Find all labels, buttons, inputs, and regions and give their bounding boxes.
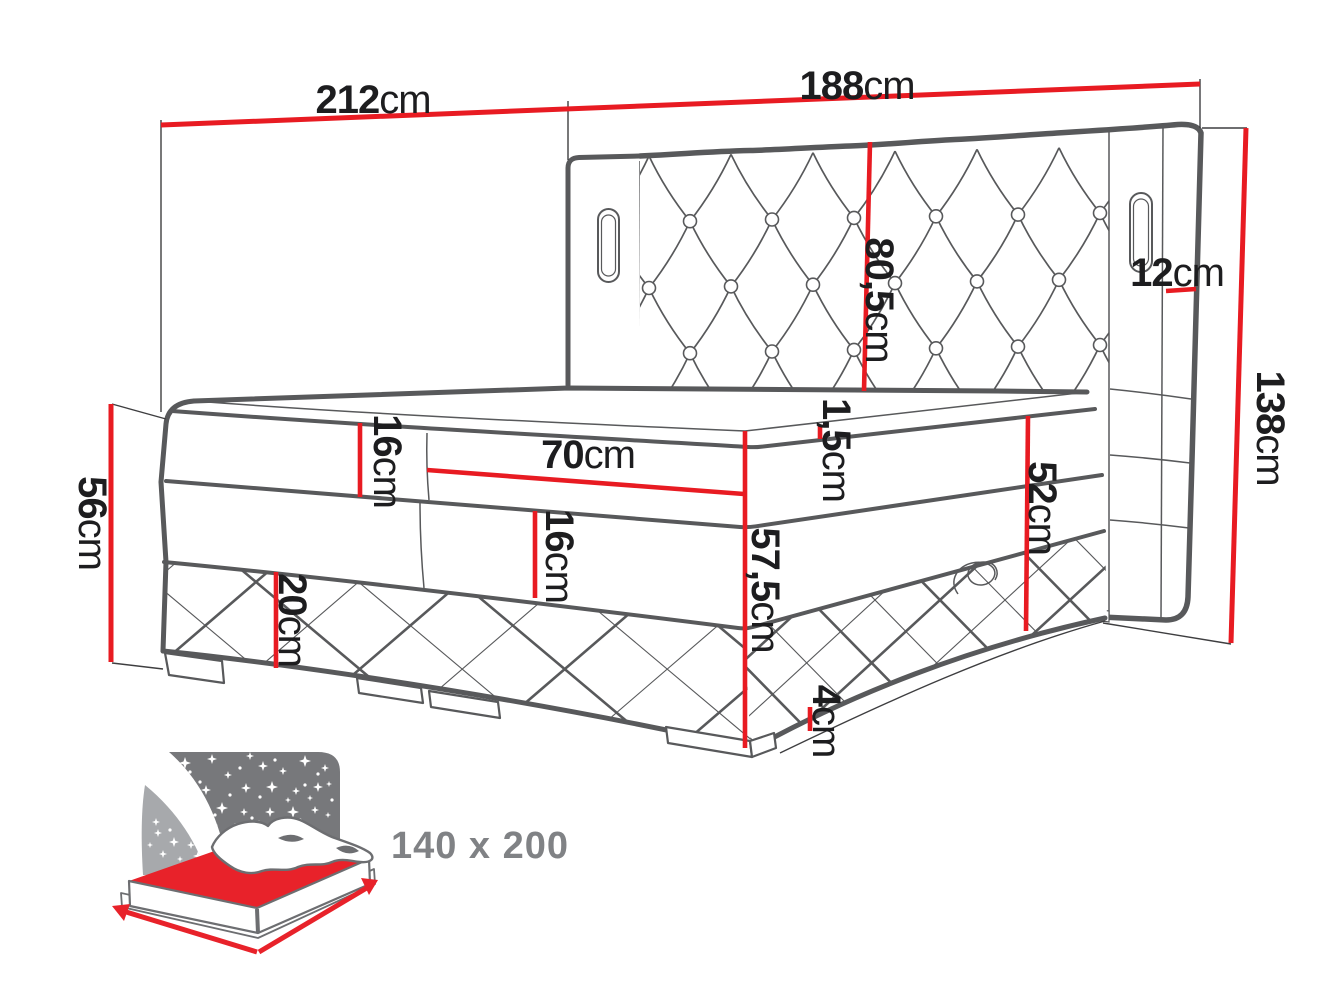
dim-138-label: 138cm (1248, 370, 1292, 485)
dim-188-label: 188cm (799, 64, 914, 108)
dim-15-label: 1,5cm (814, 398, 858, 502)
dim-212-label: 212cm (315, 78, 430, 122)
right-wing-handle (1129, 192, 1153, 273)
headboard-left-wing (565, 153, 643, 388)
dim-16b-label: 16cm (537, 509, 581, 603)
dim-16a-label: 16cm (365, 414, 409, 508)
dim-20-label: 20cm (270, 573, 314, 667)
logo-duvet-pillows (210, 816, 374, 875)
dim-line-70 (426, 467, 745, 497)
dim-52-label: 52cm (1020, 461, 1064, 555)
headboard-tufted-panel (640, 126, 1110, 400)
bed-body-silhouette (161, 388, 1107, 749)
led-cable (953, 561, 998, 595)
logo-moon-swoosh (141, 785, 207, 875)
bed-leg (748, 731, 778, 759)
pillow-shadow (336, 845, 359, 854)
topper-seam (170, 407, 1097, 450)
dim-70-label: 70cm (541, 433, 635, 477)
tufting-pattern (640, 145, 1110, 400)
pillow-shadow (278, 834, 304, 842)
dim-line-80-5 (861, 141, 873, 392)
size-logo: 140 x 200 (112, 752, 569, 955)
mattress-box-seam (164, 473, 1104, 530)
headboard-drawing (565, 121, 1204, 623)
left-wing-handle (597, 208, 620, 283)
dim-line-12 (1165, 286, 1197, 294)
logo-length-arrow (257, 878, 378, 955)
topper-top-edge (193, 391, 1088, 432)
dimension-lines (108, 81, 1249, 748)
bed-legs-drawing (163, 651, 778, 759)
dim-12-label: 12cm (1130, 251, 1224, 295)
dimension-labels: 212cm 188cm 80,5cm 12cm 138cm 56cm 16cm … (70, 64, 1292, 757)
logo-stars (147, 752, 334, 862)
dim-805-label: 80,5cm (857, 237, 901, 362)
dim-56-label: 56cm (70, 476, 114, 570)
extension-lines (111, 79, 1247, 754)
bed-left-edge (158, 398, 197, 654)
bed-leg (355, 676, 425, 705)
dim-line-138 (1228, 127, 1249, 644)
bed-leg (427, 689, 502, 720)
size-badge-label: 140 x 200 (391, 825, 569, 867)
dim-line-212-188 (160, 81, 1201, 128)
dim-575-label: 57,5cm (743, 527, 787, 652)
bed-leg (163, 651, 226, 685)
logo-width-arrow (112, 904, 258, 955)
dim-line-52 (1023, 415, 1031, 632)
dim-4-label: 4cm (804, 685, 848, 758)
mattress-top-far-edge (191, 385, 1090, 404)
